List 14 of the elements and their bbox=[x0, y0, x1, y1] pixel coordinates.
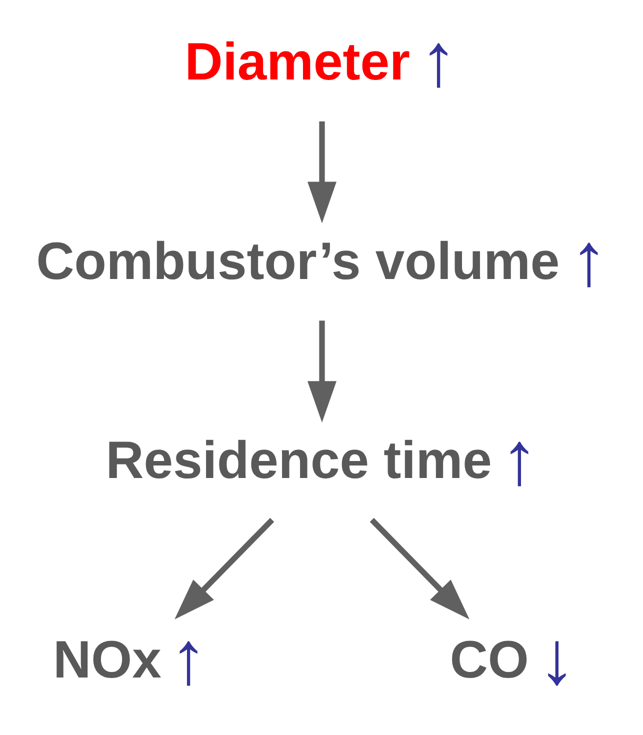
node-label: ↓ bbox=[538, 615, 576, 700]
node-label: ↑ bbox=[169, 615, 207, 700]
node-text: CO bbox=[449, 630, 528, 690]
arrow bbox=[307, 320, 336, 422]
node-label: ↑ bbox=[570, 216, 608, 301]
node-label: ↑ bbox=[419, 18, 457, 102]
node-label: ↑ bbox=[500, 416, 538, 500]
node-text: Combustor’s volume bbox=[36, 232, 560, 291]
node-text: Residence time bbox=[105, 431, 492, 490]
arrow bbox=[369, 518, 469, 620]
node-text: Diameter bbox=[184, 32, 410, 92]
arrow bbox=[174, 518, 274, 620]
node-text: NOx bbox=[52, 630, 161, 690]
arrow bbox=[307, 121, 336, 224]
